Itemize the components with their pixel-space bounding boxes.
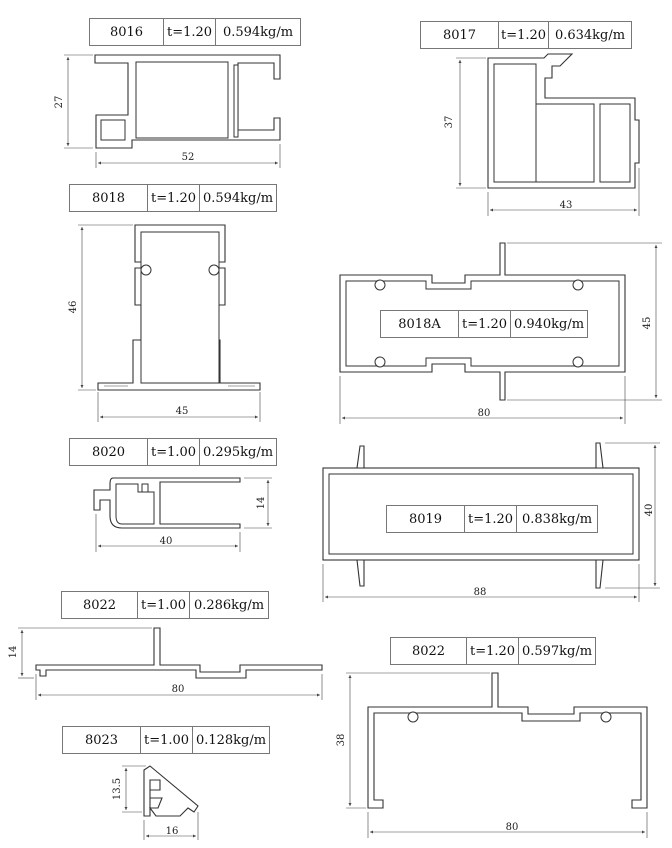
profile-weight: 0.594kg/m xyxy=(202,190,274,206)
dim-8020-height: 14 xyxy=(256,497,267,510)
spec-table-8018a: 8018A t=1.20 0.940kg/m xyxy=(380,310,588,338)
profile-code: 8022 xyxy=(391,638,467,664)
profile-weight: 0.597kg/m xyxy=(521,643,593,659)
profile-code: 8017 xyxy=(421,22,499,48)
dim-8023-width: 16 xyxy=(166,826,179,837)
profile-code: 8018 xyxy=(70,185,148,211)
profile-code: 8019 xyxy=(387,506,465,532)
dim-8018-width: 45 xyxy=(176,406,189,417)
profile-weight: 0.594kg/m xyxy=(222,24,294,40)
dim-8020-width: 40 xyxy=(160,536,173,547)
profile-thickness: t=1.20 xyxy=(499,22,549,48)
spec-table-8019: 8019 t=1.20 0.838kg/m xyxy=(386,505,598,533)
dim-8022-large-height: 38 xyxy=(336,734,347,747)
spec-table-8022-large: 8022 t=1.20 0.597kg/m xyxy=(390,637,596,665)
profile-code: 8022 xyxy=(62,592,138,618)
dim-8017-height: 37 xyxy=(444,116,455,129)
profile-weight: 0.286kg/m xyxy=(193,597,265,613)
profile-8020-drawing: 14 40 xyxy=(93,477,272,552)
dim-8016-height: 27 xyxy=(54,96,65,109)
profile-8016-drawing: 27 52 xyxy=(54,54,281,168)
dim-8016-width: 52 xyxy=(182,152,195,163)
profile-thickness: t=1.20 xyxy=(164,19,216,45)
dim-8022-small-width: 80 xyxy=(172,684,185,695)
profile-thickness: t=1.20 xyxy=(148,185,200,211)
profile-thickness: t=1.00 xyxy=(148,439,200,465)
spec-table-8023: 8023 t=1.00 0.128kg/m xyxy=(62,726,270,754)
dim-8019-width: 88 xyxy=(474,587,487,598)
profile-thickness: t=1.00 xyxy=(141,727,193,753)
profile-thickness: t=1.20 xyxy=(465,506,517,532)
profile-weight: 0.295kg/m xyxy=(202,444,274,460)
dim-8022-small-height: 14 xyxy=(8,646,19,659)
dim-8019-height: 40 xyxy=(644,504,655,517)
profile-8022-small-drawing: 14 80 xyxy=(8,627,323,700)
profile-8023-drawing: 13.5 16 xyxy=(112,765,199,840)
profile-weight: 0.634kg/m xyxy=(554,27,626,43)
profile-8018-drawing: 46 45 xyxy=(68,224,261,422)
profile-8017-drawing: 37 43 xyxy=(444,53,640,216)
profile-weight: 0.838kg/m xyxy=(521,511,593,527)
profile-8022-large-drawing: 38 80 xyxy=(336,672,648,838)
spec-table-8017: 8017 t=1.20 0.634kg/m xyxy=(420,21,632,49)
profile-thickness: t=1.20 xyxy=(459,311,511,337)
dim-8023-height: 13.5 xyxy=(112,778,123,800)
profile-code: 8023 xyxy=(63,727,141,753)
dim-8022-large-width: 80 xyxy=(506,822,519,833)
profile-thickness: t=1.00 xyxy=(138,592,190,618)
dim-8017-width: 43 xyxy=(560,200,573,211)
profile-thickness: t=1.20 xyxy=(467,638,519,664)
spec-table-8016: 8016 t=1.20 0.594kg/m xyxy=(89,18,301,46)
dim-8018-height: 46 xyxy=(68,301,79,314)
profile-weight: 0.128kg/m xyxy=(195,732,267,748)
dim-8018a-height: 45 xyxy=(642,317,653,330)
spec-table-8018: 8018 t=1.20 0.594kg/m xyxy=(69,184,277,212)
profile-weight: 0.940kg/m xyxy=(513,316,585,332)
profile-code: 8020 xyxy=(70,439,148,465)
profile-code: 8016 xyxy=(90,19,164,45)
profile-code: 8018A xyxy=(381,311,459,337)
spec-table-8022-small: 8022 t=1.00 0.286kg/m xyxy=(61,591,269,619)
dim-8018a-width: 80 xyxy=(478,408,491,419)
spec-table-8020: 8020 t=1.00 0.295kg/m xyxy=(69,438,277,466)
